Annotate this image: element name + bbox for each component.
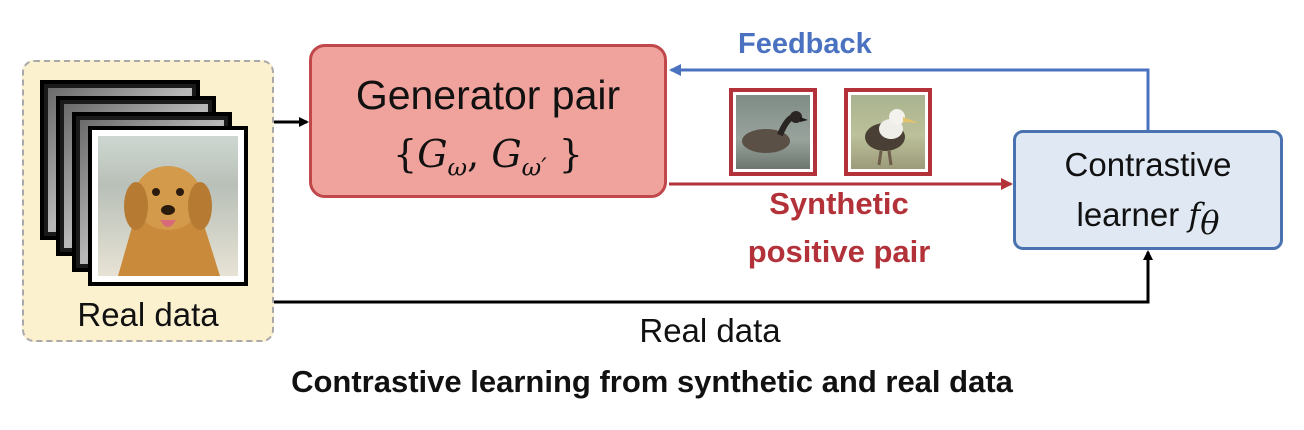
- learner-word: learner: [1076, 196, 1189, 233]
- duck-illustration: [742, 111, 808, 153]
- learner-title-line2: learner fθ: [1013, 196, 1283, 242]
- dog-illustration: [118, 166, 220, 276]
- synthetic-image-2: [844, 88, 932, 176]
- formula-omega: ω: [447, 153, 468, 182]
- real-data-label: Real data: [77, 296, 219, 333]
- arrow-feedback: [669, 64, 1150, 130]
- feedback-label: Feedback: [738, 28, 872, 60]
- generator-formula: {Gω, Gω′ }: [309, 132, 667, 182]
- learner-theta: θ: [1200, 203, 1220, 242]
- learner-title-line1: Contrastive: [1064, 146, 1232, 183]
- synthetic-label-line2: positive pair: [747, 234, 931, 269]
- formula-g2: G: [491, 132, 522, 176]
- synthetic-image-1: [729, 88, 817, 176]
- formula-comma: ,: [467, 132, 480, 176]
- formula-omega-prime: ω′: [521, 153, 547, 182]
- formula-g1: G: [417, 132, 448, 176]
- formula-close-brace: }: [558, 132, 583, 176]
- arrow-realdata-to-learner: [274, 250, 1153, 304]
- learner-f: f: [1188, 196, 1201, 234]
- contrastive-learner-box: [1013, 130, 1283, 250]
- real-data-edge-label: Real data: [639, 312, 781, 349]
- generator-pair-box: [309, 44, 667, 198]
- diagram-caption: Contrastive learning from synthetic and …: [291, 364, 1013, 399]
- synthetic-label-line1: Synthetic: [769, 186, 909, 221]
- albatross-illustration: [865, 109, 919, 166]
- dog-image: [88, 126, 248, 286]
- formula-open-brace: {: [393, 132, 418, 176]
- generator-title: Generator pair: [355, 72, 621, 118]
